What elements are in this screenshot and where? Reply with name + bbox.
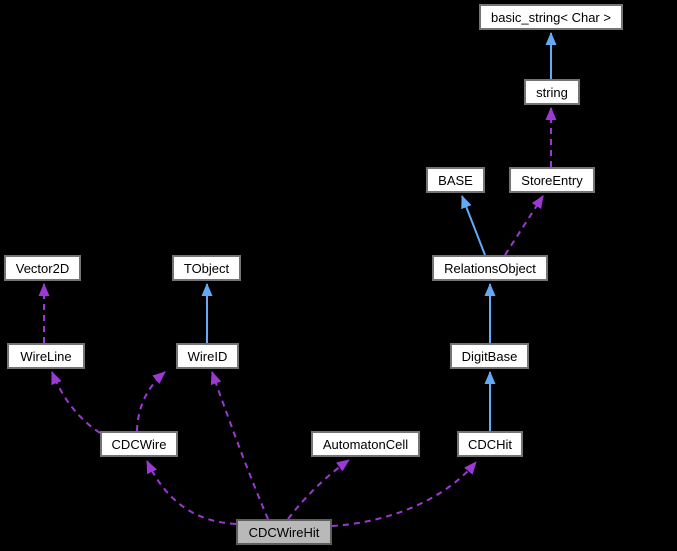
node-relationsobject[interactable]: RelationsObject xyxy=(432,255,548,281)
edge-cdcwirehit-cdcwire xyxy=(146,460,237,525)
node-storeentry[interactable]: StoreEntry xyxy=(509,167,595,193)
node-vector2d[interactable]: Vector2D xyxy=(4,255,81,281)
node-cdcwire[interactable]: CDCWire xyxy=(100,431,178,457)
node-digitbase[interactable]: DigitBase xyxy=(450,343,529,369)
node-cdcwirehit[interactable]: CDCWireHit xyxy=(236,519,332,545)
edge-cdcwire-wireid xyxy=(136,371,166,432)
node-string[interactable]: string xyxy=(524,79,580,105)
edge-cdcwirehit-automatoncell xyxy=(287,459,350,520)
node-tobject[interactable]: TObject xyxy=(172,255,241,281)
edge-cdcwire-wireline xyxy=(51,371,101,434)
edge-relationsobject-storeentry xyxy=(504,195,544,256)
node-wireid[interactable]: WireID xyxy=(176,343,239,369)
node-wireline[interactable]: WireLine xyxy=(7,343,85,369)
node-basic_string[interactable]: basic_string< Char > xyxy=(479,4,623,30)
edge-cdcwirehit-cdchit xyxy=(331,461,477,527)
edge-cdcwirehit-wireid xyxy=(210,371,269,520)
node-automatoncell[interactable]: AutomatonCell xyxy=(311,431,420,457)
node-base[interactable]: BASE xyxy=(426,167,485,193)
node-cdchit[interactable]: CDCHit xyxy=(457,431,523,457)
edge-relationsobject-base xyxy=(461,195,486,256)
